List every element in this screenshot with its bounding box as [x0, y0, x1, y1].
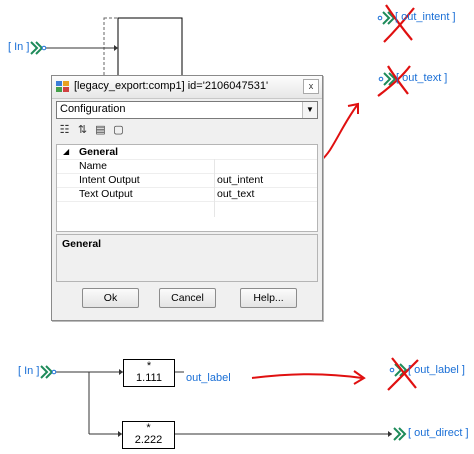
- gain-2-operator: *: [146, 422, 151, 434]
- property-row-name[interactable]: Name: [57, 159, 317, 174]
- out-direct-port-icon[interactable]: [393, 427, 407, 441]
- ok-button[interactable]: Ok: [82, 288, 139, 308]
- help-button[interactable]: Help...: [240, 288, 297, 308]
- property-row-intent-output[interactable]: Intent Output out_intent: [57, 173, 317, 188]
- property-name: Name: [79, 160, 108, 172]
- out-direct-port-label[interactable]: [ out_direct ]: [408, 427, 469, 439]
- collapse-icon[interactable]: ◢: [63, 147, 70, 156]
- out-intent-port-label[interactable]: [ out_intent ]: [395, 11, 456, 23]
- sort-alphabetical-icon[interactable]: ⇅: [77, 124, 88, 136]
- description-title: General: [62, 238, 102, 250]
- bottom-input-port-icon[interactable]: [40, 365, 54, 379]
- close-button[interactable]: x: [303, 79, 319, 94]
- gain-1-value: 1.111: [136, 372, 162, 384]
- out-text-port-label[interactable]: [ out_text ]: [396, 72, 448, 84]
- properties-dialog: [legacy_export:comp1] id='2106047531' x …: [51, 75, 323, 321]
- property-name: Text Output: [79, 188, 133, 200]
- combobox-value: Configuration: [60, 103, 126, 115]
- chevron-down-icon[interactable]: ▼: [302, 102, 317, 118]
- category-row-general[interactable]: ◢ General: [57, 145, 317, 160]
- red-cross-out-label: [387, 357, 419, 391]
- red-cross-out-text: [377, 65, 411, 97]
- gain-block-2[interactable]: * 2.222: [122, 421, 175, 449]
- column-divider[interactable]: [214, 159, 215, 217]
- cancel-button[interactable]: Cancel: [159, 288, 216, 308]
- dialog-title-bar[interactable]: [legacy_export:comp1] id='2106047531' x: [52, 76, 322, 99]
- top-input-port-label[interactable]: [ In ]: [8, 41, 30, 53]
- gain-1-operator: *: [146, 360, 152, 372]
- app-icon: [56, 81, 69, 92]
- dialog-title: [legacy_export:comp1] id='2106047531': [74, 80, 269, 92]
- red-arrow-to-out-label: [251, 370, 366, 385]
- property-name: Intent Output: [79, 174, 140, 186]
- signal-label-out-label[interactable]: out_label: [186, 372, 231, 384]
- out-text-port-icon[interactable]: [383, 72, 397, 86]
- object-combobox[interactable]: Configuration ▼: [56, 101, 318, 119]
- property-value[interactable]: out_intent: [217, 174, 264, 186]
- categorized-icon[interactable]: ☷: [59, 124, 70, 136]
- gain-block-1[interactable]: * 1.111: [123, 359, 175, 387]
- top-input-port-icon[interactable]: [30, 41, 44, 55]
- property-row-text-output[interactable]: Text Output out_text: [57, 187, 317, 202]
- out-label-port-label[interactable]: [ out_label ]: [408, 364, 465, 376]
- property-value[interactable]: out_text: [217, 188, 255, 200]
- description-pane: General: [56, 234, 318, 282]
- property-toolbar: ☷ ⇅ ▤ ▢: [56, 121, 318, 141]
- red-cross-out-intent: [383, 4, 415, 43]
- gain-2-value: 2.222: [134, 434, 163, 446]
- top-block[interactable]: [117, 17, 183, 79]
- category-label: General: [79, 146, 119, 158]
- property-grid: ◢ General Name Intent Output out_intent …: [56, 144, 318, 232]
- events-icon[interactable]: ▢: [113, 124, 124, 136]
- bottom-input-port-label[interactable]: [ In ]: [18, 365, 40, 377]
- property-pages-icon[interactable]: ▤: [95, 124, 106, 136]
